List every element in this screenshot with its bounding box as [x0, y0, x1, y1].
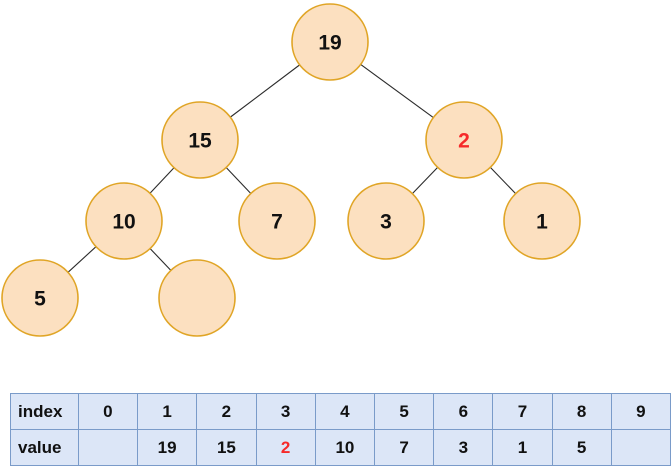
- tree-edge-n3-n6: [411, 166, 439, 195]
- tree-node-19[interactable]: 19: [291, 3, 369, 81]
- index-cell-4[interactable]: 4: [314, 393, 376, 430]
- tree-node-7[interactable]: 7: [238, 182, 316, 260]
- node-circle-shape: [85, 182, 163, 260]
- tree-edge-n4-n8: [67, 246, 97, 273]
- index-cell-2[interactable]: 2: [196, 393, 257, 430]
- value-cell-5[interactable]: 7: [374, 429, 435, 466]
- tree-node-empty-n9[interactable]: [158, 259, 236, 337]
- value-cell-7[interactable]: 1: [492, 429, 553, 466]
- value-cell-2[interactable]: 15: [196, 429, 257, 466]
- node-circle-shape: [291, 3, 369, 81]
- value-cell-1[interactable]: 19: [136, 429, 198, 466]
- index-cell-0[interactable]: 0: [77, 393, 138, 430]
- index-cell-3[interactable]: 3: [255, 393, 316, 430]
- node-label: 3: [380, 211, 392, 234]
- index-cell-5[interactable]: 5: [374, 393, 435, 430]
- tree-node-10[interactable]: 10: [85, 182, 163, 260]
- value-cell-9[interactable]: [610, 429, 671, 466]
- index-cell-9[interactable]: 9: [610, 393, 671, 430]
- tree-node-5[interactable]: 5: [1, 259, 79, 337]
- tree-edge-n4-n9: [149, 248, 172, 271]
- node-label: 2: [458, 130, 470, 153]
- value-cell-0[interactable]: [77, 429, 138, 466]
- node-circle-shape: [161, 101, 239, 179]
- tree-edge-n1-n2: [230, 64, 300, 118]
- index-cell-6[interactable]: 6: [433, 393, 494, 430]
- index-cell-1[interactable]: 1: [136, 393, 198, 430]
- tree-node-1[interactable]: 1: [503, 182, 581, 260]
- node-label: 10: [112, 211, 135, 234]
- value-cell-3[interactable]: 2: [255, 429, 316, 466]
- value-cell-8[interactable]: 5: [551, 429, 612, 466]
- node-label: 15: [188, 130, 212, 153]
- index-cell-8[interactable]: 8: [551, 393, 612, 430]
- node-circle-shape: [425, 101, 503, 179]
- node-circle-shape: [1, 259, 79, 337]
- tree-edges-group: [67, 63, 517, 273]
- tree-node-3[interactable]: 3: [347, 182, 425, 260]
- node-circle-shape: [158, 259, 236, 337]
- row-header-value: value: [10, 429, 79, 466]
- tree-edge-n2-n4: [149, 167, 175, 194]
- node-label: 7: [271, 211, 283, 234]
- index-cell-7[interactable]: 7: [492, 393, 553, 430]
- node-circle-shape: [503, 182, 581, 260]
- tree-edge-n1-n3: [360, 63, 434, 119]
- node-circle-shape: [238, 182, 316, 260]
- node-label: 19: [318, 32, 341, 55]
- node-circle-shape: [347, 182, 425, 260]
- node-label: 1: [536, 211, 548, 234]
- tree-node-15[interactable]: 15: [161, 101, 239, 179]
- tree-node-2[interactable]: 2: [425, 101, 503, 179]
- tree-edge-n3-n7: [489, 166, 517, 195]
- tree-edge-n2-n5: [225, 167, 252, 194]
- value-cell-4[interactable]: 10: [314, 429, 376, 466]
- node-label: 5: [34, 288, 46, 311]
- value-cell-6[interactable]: 3: [433, 429, 494, 466]
- row-header-index: index: [10, 393, 79, 430]
